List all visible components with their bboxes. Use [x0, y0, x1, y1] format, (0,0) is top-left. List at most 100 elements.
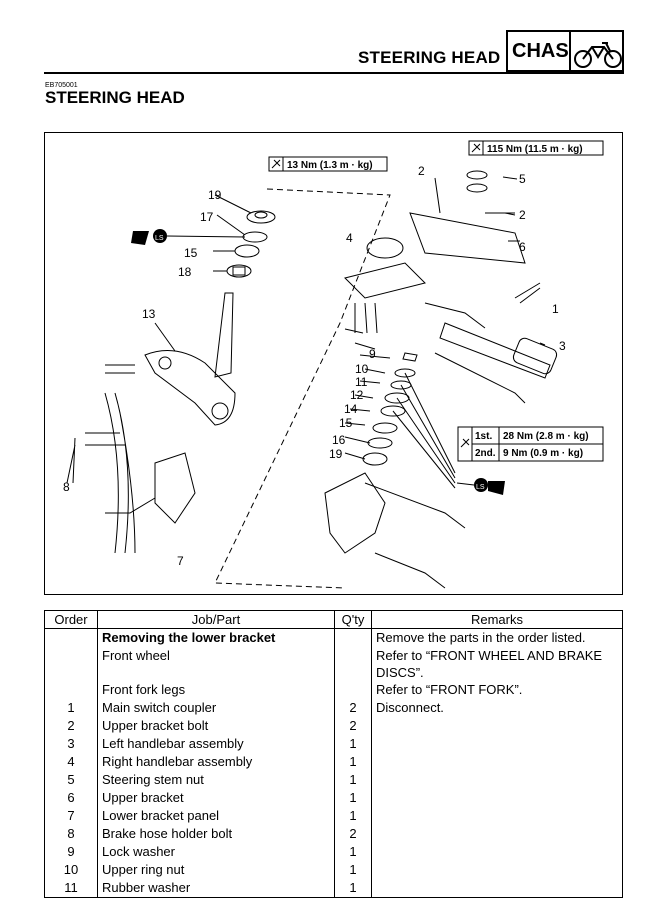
row-part: Brake hose holder bolt [97, 825, 335, 843]
svg-text:13 Nm (1.3 m · kg): 13 Nm (1.3 m · kg) [287, 160, 373, 171]
chas-label: CHAS [512, 40, 569, 62]
row-order: 9 [44, 843, 98, 861]
row-order [44, 628, 98, 647]
row-qty: 1 [334, 861, 372, 879]
svg-text:28 Nm (2.8 m · kg): 28 Nm (2.8 m · kg) [503, 431, 589, 442]
row-remarks [371, 843, 623, 861]
row-qty: 1 [334, 789, 372, 807]
callout: 17 [200, 210, 214, 224]
lubricant-icon-right: LS [456, 478, 505, 495]
part-13-bracket [144, 350, 236, 426]
row-part: Right handlebar assembly [97, 753, 335, 771]
chas-badge: CHAS [506, 30, 624, 72]
row-part: Steering stem nut [97, 771, 335, 789]
row-remarks: Disconnect. [371, 699, 623, 717]
row-part: Main switch coupler [97, 699, 335, 717]
callout: 13 [142, 307, 156, 321]
table-header-row: Order Job/Part Q'ty Remarks [44, 610, 623, 629]
callout: 11 [355, 375, 368, 389]
row-order: 7 [44, 807, 98, 825]
part-7-panel [154, 452, 196, 524]
row-part: Upper ring nut [97, 861, 335, 879]
badge-divider [569, 32, 571, 70]
part-13-stem [214, 292, 234, 378]
callout: 12 [350, 388, 364, 402]
callout: 6 [519, 240, 526, 254]
row-qty: 1 [334, 771, 372, 789]
row-remarks: Remove the parts in the order listed. [371, 628, 623, 647]
row-qty [334, 647, 372, 681]
header-title: STEERING HEAD [358, 48, 501, 67]
svg-text:115 Nm (11.5 m · kg): 115 Nm (11.5 m · kg) [487, 144, 583, 155]
callout: 15 [184, 246, 198, 260]
row-part: Rubber washer [97, 879, 335, 898]
callout: 5 [519, 172, 526, 186]
frame-head [324, 472, 386, 554]
part-19b [362, 452, 388, 466]
row-order: 2 [44, 717, 98, 735]
callout: 19 [329, 447, 343, 461]
callout: 14 [344, 402, 358, 416]
row-remarks [371, 735, 623, 753]
part-19-top [246, 210, 276, 224]
row-part: Front fork legs [97, 681, 335, 699]
row-order: 11 [44, 879, 98, 898]
callout: 8 [63, 480, 70, 494]
row-remarks [371, 861, 623, 879]
row-qty: 1 [334, 843, 372, 861]
brake-hoses [104, 392, 136, 554]
switch-wire [424, 302, 486, 329]
row-remarks [371, 789, 623, 807]
lubricant-icon-left: LS [131, 229, 246, 245]
torque-spec-two-stage: 1st. 28 Nm (2.8 m · kg) 2nd. 9 Nm (0.9 m… [457, 426, 604, 462]
row-part: Front wheel [97, 647, 335, 681]
part-16 [367, 437, 393, 449]
col-order: Order [44, 610, 98, 629]
document-code: EB705001 [45, 82, 78, 89]
parts-table: Order Job/Part Q'ty Remarks Removing the… [44, 610, 623, 898]
callout: 7 [177, 554, 184, 568]
torque-spec-top-left: 13 Nm (1.3 m · kg) [268, 156, 388, 172]
row-qty: 1 [334, 753, 372, 771]
part-17 [242, 231, 268, 243]
part-10 [394, 368, 416, 378]
callout: 4 [346, 231, 353, 245]
row-remarks [371, 753, 623, 771]
row-remarks [371, 771, 623, 789]
row-qty: 2 [334, 699, 372, 717]
callout: 2 [519, 208, 526, 222]
svg-text:9 Nm (0.9 m · kg): 9 Nm (0.9 m · kg) [503, 448, 583, 459]
row-remarks [371, 807, 623, 825]
row-part: Lower bracket panel [97, 807, 335, 825]
svg-text:LS: LS [476, 484, 485, 491]
svg-text:LS: LS [155, 235, 164, 242]
part-5-nut [466, 170, 488, 180]
exploded-diagram: LS LS 13 Nm (1.3 m · kg) 115 Nm (11.5 m … [44, 132, 623, 595]
row-qty: 2 [334, 825, 372, 843]
col-job-part: Job/Part [97, 610, 335, 629]
motorcycle-icon [574, 42, 622, 68]
row-remarks [371, 825, 623, 843]
row-order: 4 [44, 753, 98, 771]
svg-text:2nd.: 2nd. [475, 448, 496, 459]
row-remarks [371, 717, 623, 735]
callout: 18 [178, 265, 192, 279]
row-part: Upper bracket bolt [97, 717, 335, 735]
callout: 1 [552, 302, 559, 316]
row-remarks: Refer to “FRONT FORK”. [371, 681, 623, 699]
part-6-upper-bracket [409, 212, 526, 264]
col-qty: Q'ty [334, 610, 372, 629]
part-15b [372, 422, 398, 434]
row-order [44, 647, 98, 681]
callout: 19 [208, 188, 222, 202]
